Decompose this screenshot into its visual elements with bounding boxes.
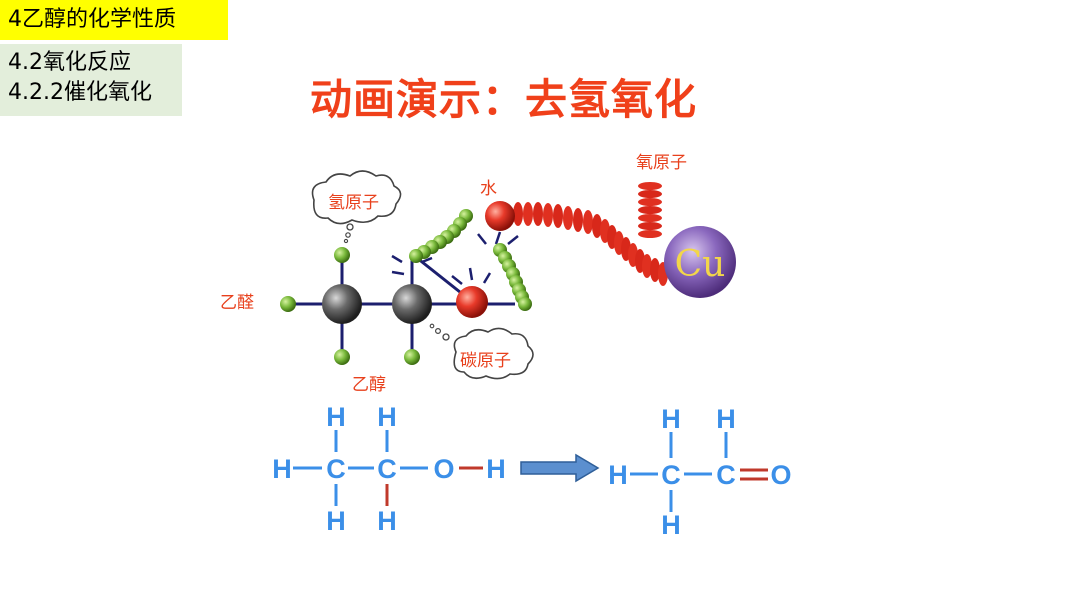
ethanol-h-top-1: H [326,402,346,432]
ethanol-c1: C [326,454,346,484]
reaction-arrow [520,453,600,483]
motion-lines [391,231,519,285]
subsection-catalytic: 4.2.2催化氧化 [8,80,152,105]
acetaldehyde-h-left: H [608,460,628,490]
ethanol-c2: C [377,454,397,484]
hydrogen-atom-label: 氢原子 [328,193,379,213]
copper-label: Cu [675,244,726,285]
copper-atom [664,226,736,298]
hydrogen-atom-bottom2 [404,349,420,365]
carbon-atom-1 [322,284,362,324]
hydrogen-atom-bottom1 [334,349,350,365]
ethanol-h-bottom-2: H [377,506,397,536]
ethanol-formula: H H H C C O H H H [272,402,506,536]
subsection-oxidation: 4.2氧化反应 [8,50,131,75]
hydrogen-atom-left [280,296,296,312]
subsection-box: 4.2氧化反应 4.2.2催化氧化 [0,44,182,116]
ethanol-label: 乙醇 [352,375,386,395]
ethanol-h-right: H [486,454,506,484]
ethanol-h-left: H [272,454,292,484]
acetaldehyde-label: 乙醛 [220,293,254,313]
ethanol-o: O [433,454,454,484]
acetaldehyde-h-top-2: H [716,404,736,434]
ethanol-h-bottom-1: H [326,506,346,536]
acetaldehyde-h-bottom: H [661,510,681,540]
ethanol-h-top-2: H [377,402,397,432]
acetaldehyde-o: O [770,460,791,490]
water-label: 水 [480,179,497,199]
acetaldehyde-formula: H H H C C O H [608,404,791,540]
oxygen-atom-label: 氧原子 [636,153,687,173]
carbon-bubble [429,323,534,380]
acetaldehyde-c2: C [716,460,736,490]
page-title: 动画演示：去氢氧化 [310,75,698,124]
acetaldehyde-h-top-1: H [661,404,681,434]
hydrogen-bubble [311,170,402,244]
water-oxygen-atom [485,201,515,231]
oxygen-atom [456,286,488,318]
hydrogen-atom-top [334,247,350,263]
section-label: 4乙醇的化学性质 [0,0,228,40]
carbon-atom-label: 碳原子 [460,351,511,371]
carbon-atom-2 [392,284,432,324]
hydrogen-trail [409,209,532,311]
oxygen-trail [513,182,668,286]
acetaldehyde-c1: C [661,460,681,490]
